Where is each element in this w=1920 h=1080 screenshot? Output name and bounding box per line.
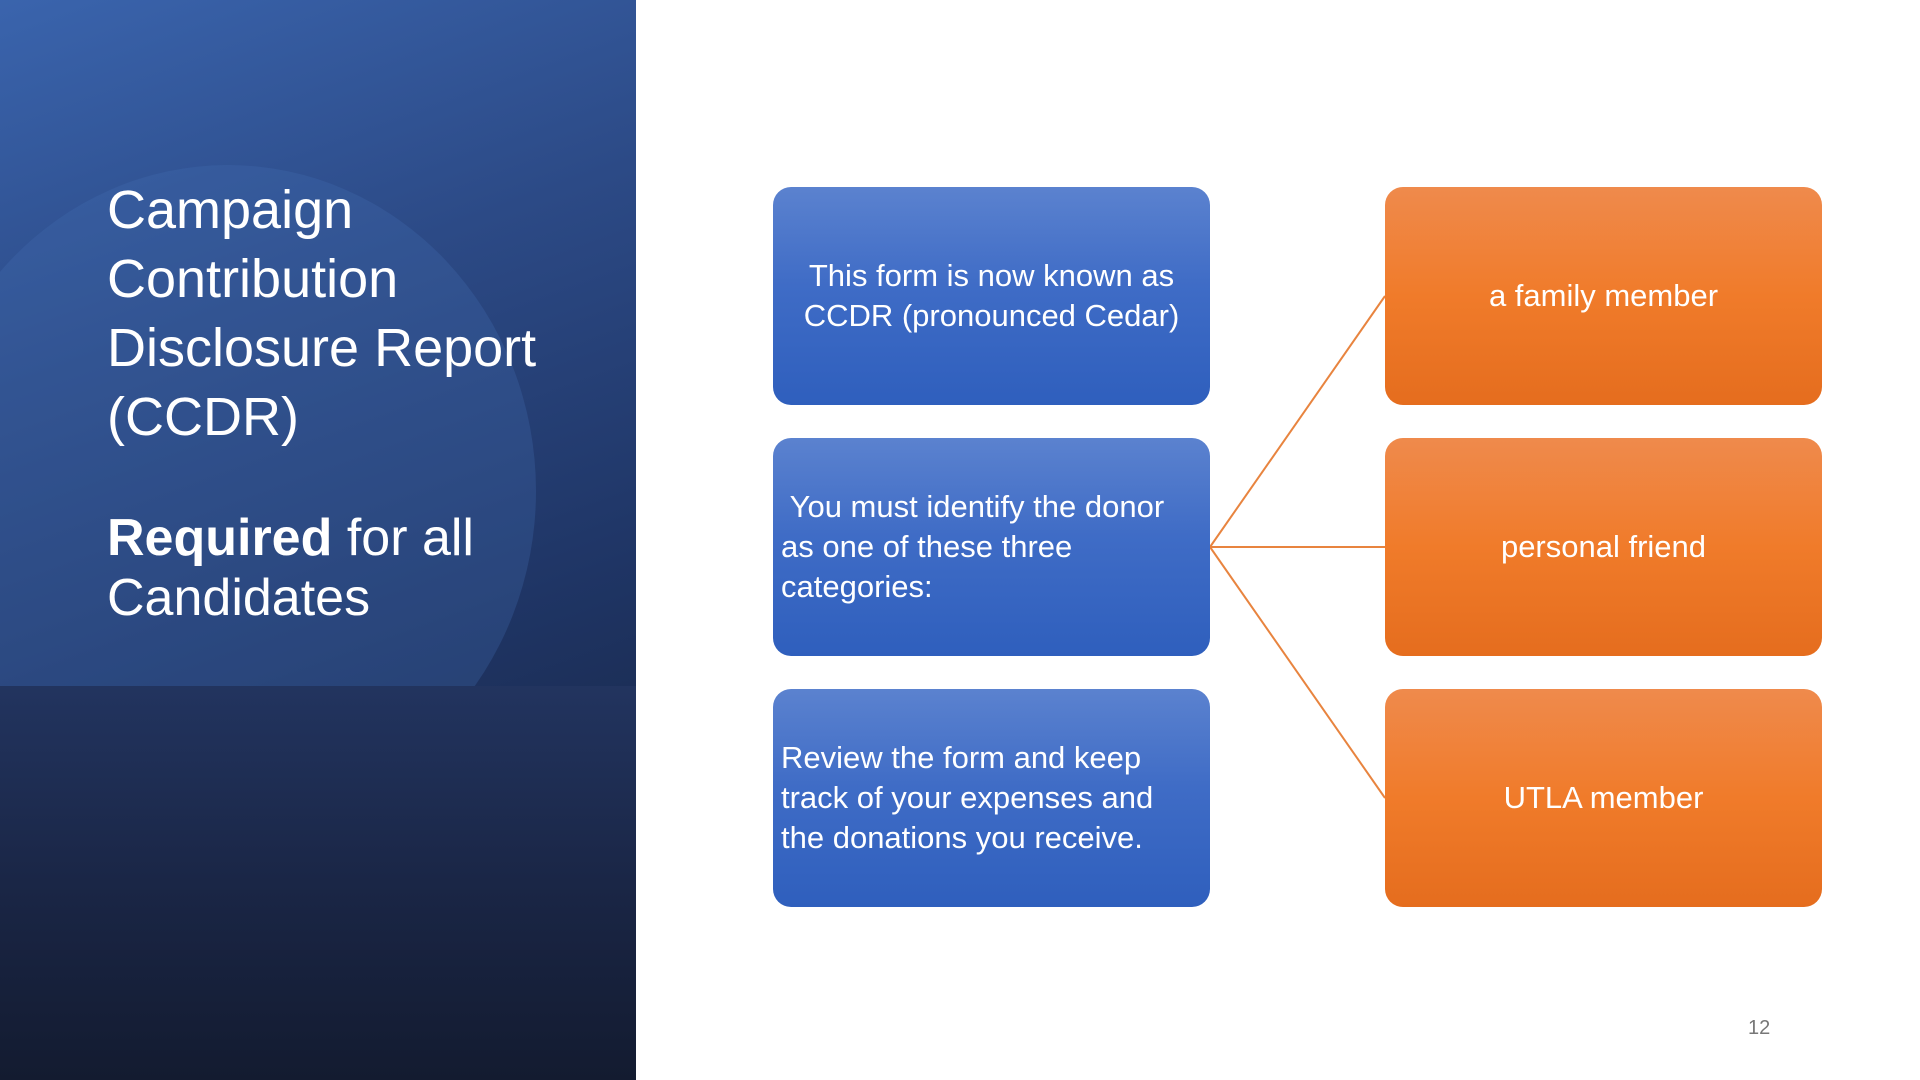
connector-line: [1209, 546, 1386, 799]
ccdr-info-box: This form is now known as CCDR (pronounc…: [773, 187, 1210, 405]
slide-title: Campaign Contribution Disclosure Report …: [107, 180, 537, 447]
box-text: personal friend: [1500, 529, 1707, 564]
category-utla-member: UTLA member: [1385, 689, 1822, 907]
donor-category-box: You must identify the donor as one of th…: [773, 438, 1210, 656]
box-text: a family member: [1488, 278, 1719, 313]
slide-subtitle: Required for all Candidates: [107, 508, 607, 628]
page-number: 12: [1748, 1017, 1771, 1039]
decorative-band: [0, 686, 636, 1080]
category-family-member: a family member: [1385, 187, 1822, 405]
subtitle-rest: for all Candidates: [107, 509, 474, 627]
box-text: You must identify the donor as one of th…: [781, 489, 1173, 604]
title-panel: [0, 0, 636, 1080]
box-text: This form is now known as CCDR (pronounc…: [803, 258, 1180, 333]
subtitle-bold: Required: [107, 509, 333, 567]
box-text: UTLA member: [1503, 780, 1704, 815]
review-form-box: Review the form and keep track of your e…: [773, 689, 1210, 907]
box-text: Review the form and keep track of your e…: [781, 740, 1154, 855]
category-personal-friend: personal friend: [1385, 438, 1822, 656]
connector-line: [1209, 295, 1386, 548]
